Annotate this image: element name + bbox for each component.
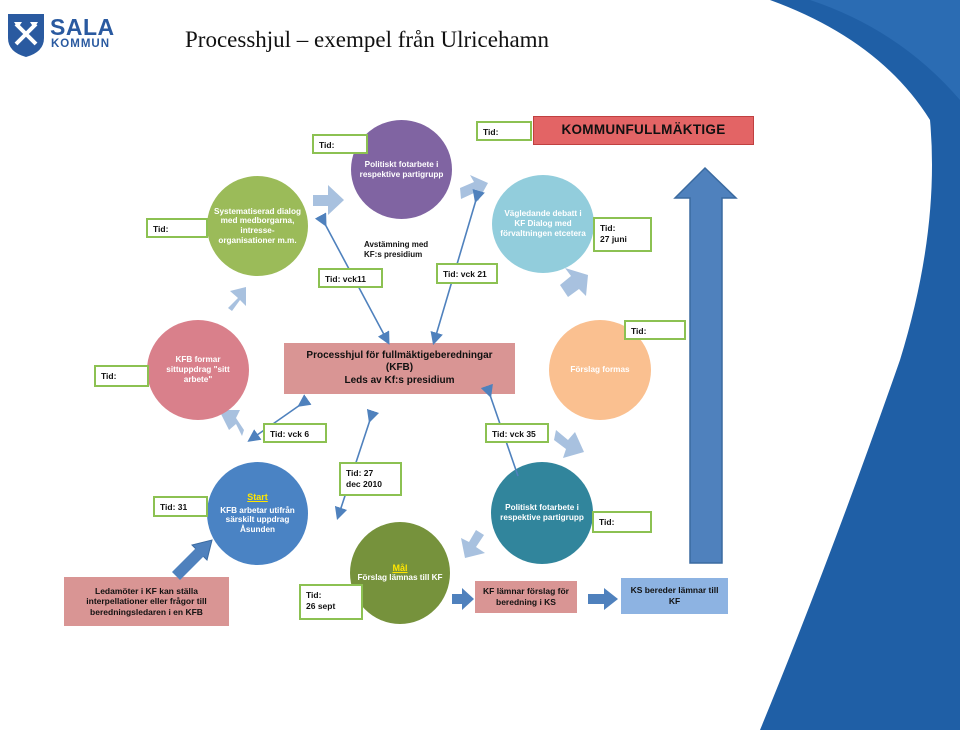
tid-vck21: Tid: vck 21 [436, 263, 498, 284]
chevron-arrow [219, 410, 244, 436]
tid-right-bottom: Tid: [592, 511, 652, 533]
circle-label: Politiskt fotarbete i respektive partigr… [500, 503, 584, 522]
circle-label: Förslag formas [570, 365, 630, 375]
tid-left-top: Tid: [146, 218, 208, 238]
mal-label: Mål [392, 562, 408, 573]
kf-lamnar-note: KF lämnar förslag för beredning i KS [475, 581, 577, 613]
circle-mal: Mål Förslag lämnas till KF [350, 522, 450, 624]
circle-label: KFB arbetar utifrån särskilt uppdrag Åsu… [220, 505, 295, 535]
tid-vck11: Tid: vck11 [318, 268, 383, 288]
logo-name: SALA [50, 14, 115, 40]
tid-kf: Tid: [476, 121, 532, 141]
circle-systematiserad: Systematiserad dialog med medborgarna, i… [207, 176, 308, 276]
ledamoter-note: Ledamöter i KF kan ställa interpellation… [64, 577, 229, 626]
start-label: Start [247, 492, 268, 503]
chevron-arrow [313, 185, 344, 215]
ks-bereder-note: KS bereder lämnar till KF [621, 578, 728, 614]
center-process-box: Processhjul för fullmäktigeberedningar (… [284, 343, 515, 394]
tid-vck35: Tid: vck 35 [485, 423, 549, 443]
tid-right-mid: Tid: [624, 320, 686, 340]
tid-juni: Tid: 27 juni [593, 217, 652, 252]
circle-label: Politiskt fotarbete i respektive partigr… [359, 159, 444, 179]
tid-sept: Tid: 26 sept [299, 584, 363, 620]
center-line-1: Processhjul för fullmäktigeberedningar [306, 349, 493, 361]
tid-vck6: Tid: vck 6 [263, 423, 327, 443]
circle-kfb-formar: KFB formar sittuppdrag "sitt arbete" [147, 320, 249, 420]
block-arrow [452, 588, 474, 610]
chevron-arrow [554, 430, 584, 458]
tid-top: Tid: [312, 134, 368, 154]
circle-label: Förslag lämnas till KF [357, 573, 443, 583]
circle-label: Systematiserad dialog med medborgarna, i… [214, 206, 301, 245]
chevron-arrow [461, 530, 485, 558]
shield-icon [8, 14, 44, 57]
connector-arrow [247, 394, 312, 442]
kommunfullmaktige-box: KOMMUNFULLMÄKTIGE [533, 116, 754, 145]
page-title: Processhjul – exempel från Ulricehamn [185, 27, 550, 52]
logo-subtitle: KOMMUN [51, 38, 111, 50]
center-line-3: Leds av Kf:s presidium [344, 374, 455, 386]
circle-label: KFB formar sittuppdrag "sitt arbete" [166, 355, 230, 384]
chevron-arrow [560, 268, 588, 297]
center-line-2: (KFB) [385, 362, 414, 374]
circle-vagledande: Vägledande debatt i KF Dialog med förval… [492, 175, 594, 273]
tid-jan: Tid: 31 jan [153, 496, 208, 517]
tid-dec: Tid: 27 dec 2010 [339, 462, 402, 496]
block-arrow [172, 548, 204, 580]
circle-politiskt-bottom: Politiskt fotarbete i respektive partigr… [491, 462, 593, 564]
block-arrow [588, 588, 618, 610]
sala-kommun-logo [6, 12, 121, 62]
chevron-arrow [228, 287, 246, 311]
circle-label: Vägledande debatt i KF Dialog med förval… [500, 209, 586, 238]
tid-left-mid: Tid: [94, 365, 149, 387]
circle-start: Start KFB arbetar utifrån särskilt uppdr… [207, 462, 308, 565]
